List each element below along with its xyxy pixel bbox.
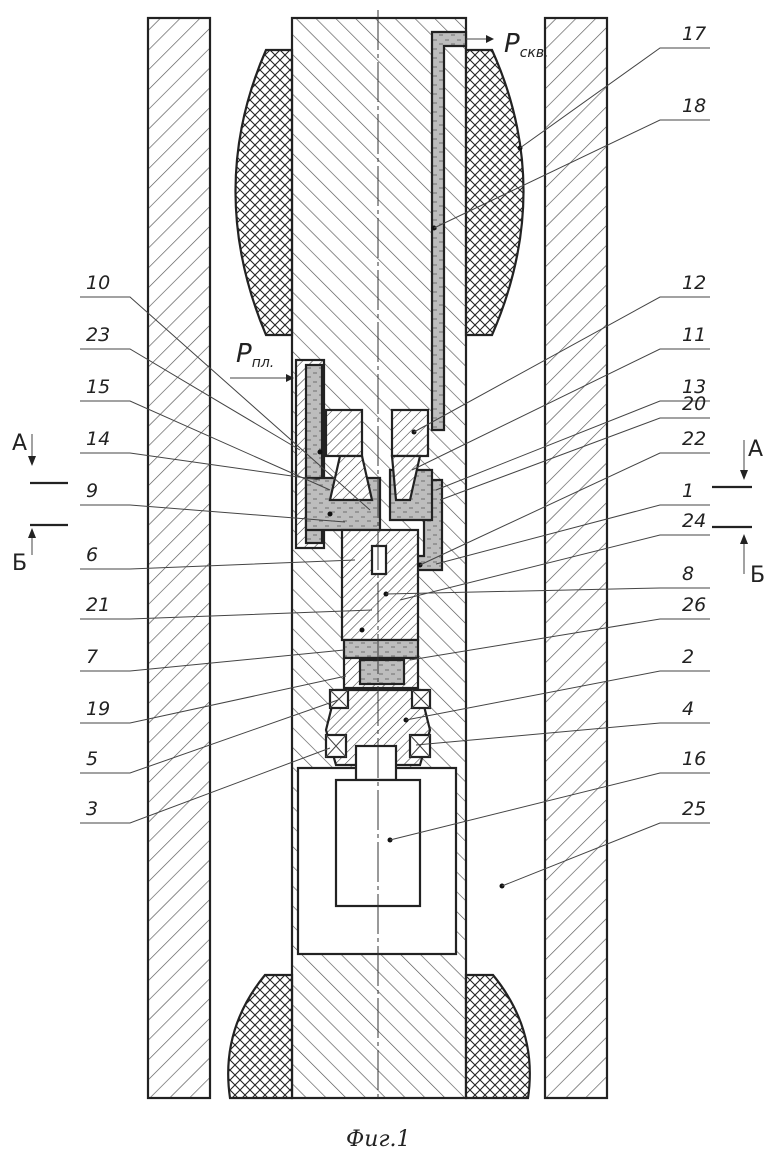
svg-text:Pскв.: Pскв. bbox=[504, 29, 549, 61]
packer-lower-right bbox=[466, 975, 530, 1098]
piston-gap bbox=[372, 546, 386, 574]
pressure-formation-label: Pпл. bbox=[230, 339, 294, 382]
ref-label: 9 bbox=[86, 480, 98, 502]
ref-label: 11 bbox=[682, 324, 706, 346]
ref-label: 18 bbox=[682, 95, 706, 117]
ref-label: 14 bbox=[86, 428, 110, 450]
ref-label: 21 bbox=[86, 594, 110, 616]
valve-seat-upper bbox=[326, 410, 362, 456]
ref-label: 22 bbox=[682, 428, 706, 450]
ref-label: 24 bbox=[682, 510, 706, 532]
svg-text:Б: Б bbox=[750, 563, 765, 588]
ref-label: 12 bbox=[682, 272, 706, 294]
ref-label: 17 bbox=[682, 23, 706, 45]
ref-label: 8 bbox=[682, 563, 694, 585]
ref-label: 1 bbox=[682, 480, 694, 502]
piston-plate bbox=[344, 640, 418, 658]
casing-wall-left bbox=[148, 18, 210, 1098]
ref-label: 2 bbox=[682, 646, 694, 668]
ref-label: 20 bbox=[682, 393, 706, 415]
packer-lower-left bbox=[228, 975, 292, 1098]
ref-label: 10 bbox=[86, 272, 110, 294]
svg-text:Pпл.: Pпл. bbox=[236, 339, 274, 371]
piston-chamber bbox=[360, 660, 404, 684]
ref-label: 5 bbox=[86, 748, 98, 770]
valve-seat-upper-right bbox=[392, 410, 428, 456]
sensor-neck bbox=[356, 746, 396, 780]
ref-label: 4 bbox=[682, 698, 694, 720]
ref-label: 6 bbox=[86, 544, 98, 566]
packer-upper-right bbox=[466, 50, 524, 335]
ref-label: 23 bbox=[86, 324, 110, 346]
ref-label: 3 bbox=[86, 798, 98, 820]
pressure-well-label: Pскв. bbox=[504, 29, 549, 61]
casing-wall-right bbox=[545, 18, 607, 1098]
ref-label: 16 bbox=[682, 748, 706, 770]
ref-label: 15 bbox=[86, 376, 110, 398]
svg-text:А: А bbox=[12, 431, 27, 456]
packer-upper-left bbox=[236, 50, 293, 335]
ref-label: 25 bbox=[682, 798, 706, 820]
section-mark-right: А Б bbox=[712, 437, 765, 588]
ref-label: 7 bbox=[86, 646, 98, 668]
svg-text:А: А bbox=[748, 437, 763, 462]
figure-caption: Фиг.1 bbox=[346, 1127, 411, 1152]
section-mark-left: А Б bbox=[12, 431, 68, 576]
ref-label: 26 bbox=[682, 594, 706, 616]
svg-text:Б: Б bbox=[12, 551, 27, 576]
ref-label: 19 bbox=[86, 698, 110, 720]
